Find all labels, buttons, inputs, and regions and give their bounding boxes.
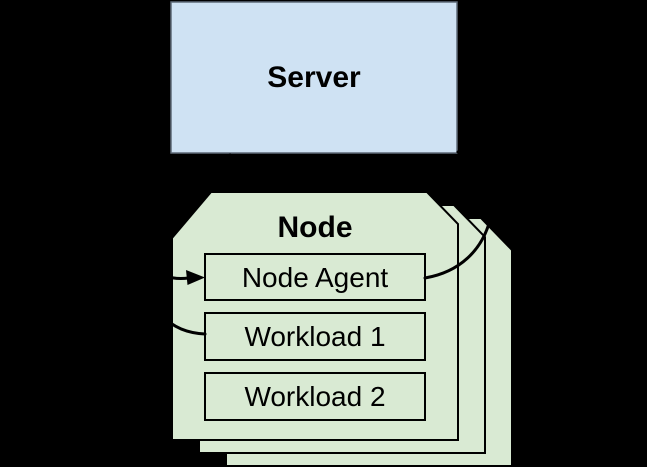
workload-1-to-server-curve <box>147 156 207 336</box>
workload-2-rect <box>204 372 426 421</box>
workload-1-rect <box>204 312 426 361</box>
node-label: Node <box>278 211 353 244</box>
server-box: Server <box>170 1 458 154</box>
node-stack: Node Node Agent Workload 1 Workload 2 <box>171 191 513 467</box>
node-agent-label: Node Agent <box>242 262 389 293</box>
arrowhead-into-node-agent <box>186 270 205 285</box>
connectors <box>147 150 493 336</box>
node-agent-to-server-curve <box>423 150 493 280</box>
node-agent-rect <box>204 253 426 301</box>
server-label: Server <box>267 61 361 94</box>
workload-1-label: Workload 1 <box>244 321 385 352</box>
server-rect <box>170 1 458 154</box>
workload-1-box: Workload 1 <box>204 312 426 361</box>
workload-2-label: Workload 2 <box>244 381 385 412</box>
server-to-node-agent-curve <box>148 153 232 280</box>
node-agent-box: Node Agent <box>204 253 426 301</box>
workload-2-box: Workload 2 <box>204 372 426 421</box>
